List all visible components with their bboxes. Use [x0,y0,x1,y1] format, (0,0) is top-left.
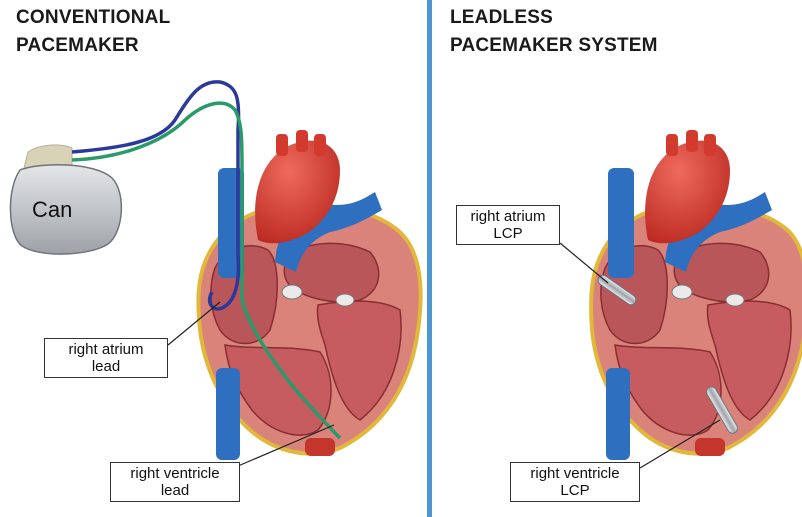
left-inferior-vena-cava [216,368,240,460]
left-title-line-1: CONVENTIONAL [16,4,170,32]
callout-right-ventricle-lead: right ventricle lead [110,462,240,502]
callout-right-atrium-lcp-line2: LCP [461,225,555,242]
left-heart [198,130,420,460]
right-aortic-branch-2 [686,130,698,152]
right-title-line-2: PACEMAKER SYSTEM [450,32,658,60]
left-tricuspid-valve [282,285,302,299]
left-aortic-branch-3 [314,134,326,156]
right-aortic-branch-3 [704,134,716,156]
callout-right-atrium-lcp: right atrium LCP [456,205,560,245]
panel-divider [427,0,432,517]
callout-right-ventricle-lead-line2: lead [115,482,235,499]
right-inferior-vena-cava [606,368,630,460]
right-superior-vena-cava [608,168,634,278]
left-descending-aorta [305,438,335,456]
left-aortic-branch-2 [296,130,308,152]
callout-right-atrium-lead-line2: lead [49,358,163,375]
left-title-line-2: PACEMAKER [16,32,170,60]
right-tricuspid-valve [672,285,692,299]
callout-right-ventricle-lead-line1: right ventricle [115,465,235,482]
right-descending-aorta [695,438,725,456]
callout-right-atrium-lcp-line1: right atrium [461,208,555,225]
right-title-line-1: LEADLESS [450,4,658,32]
callout-right-atrium-lead-line1: right atrium [49,341,163,358]
left-panel-title: CONVENTIONAL PACEMAKER [16,4,170,60]
right-mitral-valve [726,294,744,306]
callout-right-ventricle-lcp: right ventricle LCP [510,462,640,502]
callout-right-atrium-lead: right atrium lead [44,338,168,378]
left-aortic-branch-1 [276,134,288,156]
right-aortic-branch-1 [666,134,678,156]
callout-right-ventricle-lcp-line2: LCP [515,482,635,499]
can-label: Can [32,197,72,223]
left-mitral-valve [336,294,354,306]
right-panel-title: LEADLESS PACEMAKER SYSTEM [450,4,658,60]
callout-right-ventricle-lcp-line1: right ventricle [515,465,635,482]
